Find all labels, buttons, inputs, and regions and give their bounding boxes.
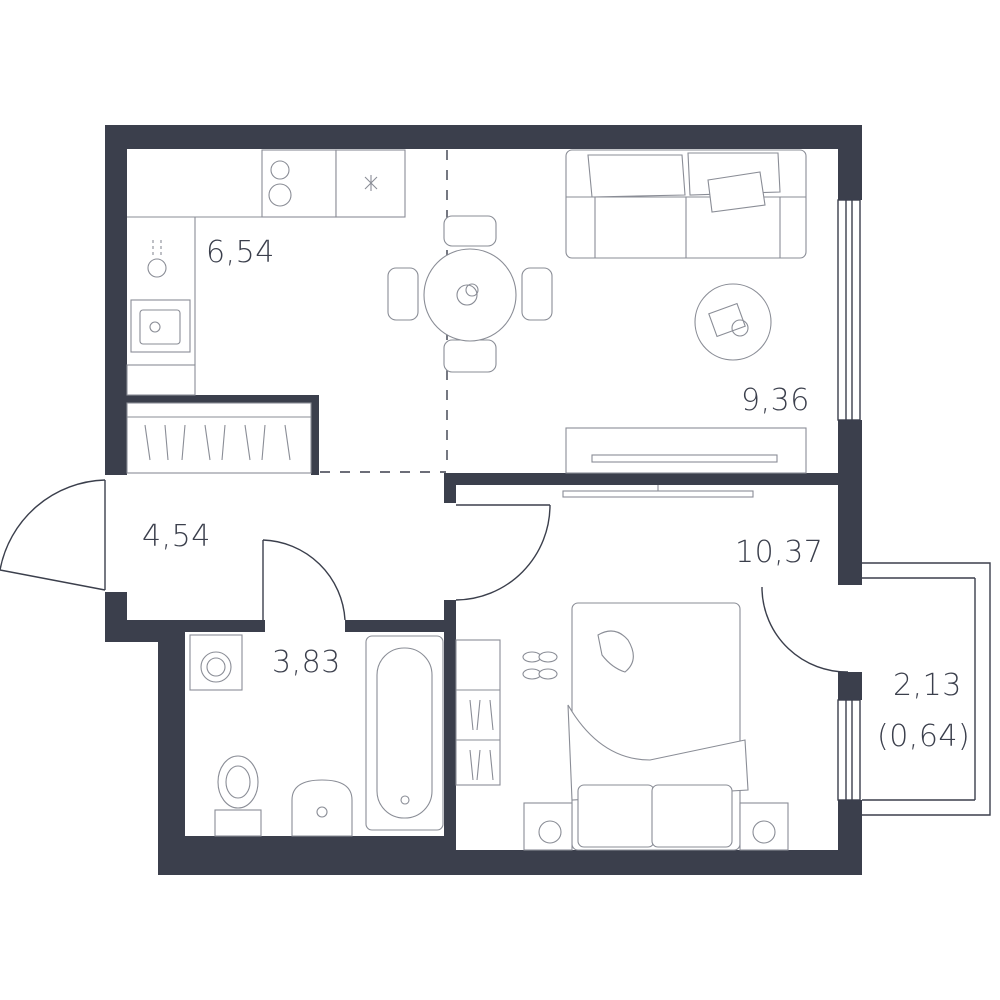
bedroom-area-label: 10,37 (735, 535, 824, 570)
windows (837, 199, 861, 801)
kitchen-furniture (126, 149, 406, 396)
dining-table (387, 215, 553, 373)
balcony-outline (862, 562, 991, 816)
sofa (565, 149, 807, 259)
balcony-reduced-area-label: (0,64) (877, 719, 971, 754)
walls (105, 125, 862, 875)
bedroom-wardrobe (455, 639, 501, 786)
nightstands (523, 802, 789, 851)
slippers (522, 651, 558, 680)
hall-area-label: 4,54 (142, 519, 211, 554)
hall-wardrobe (126, 402, 312, 474)
bathroom-fixtures (189, 634, 444, 837)
tv-unit (562, 427, 807, 498)
kitchen-area-label: 6,54 (206, 235, 275, 270)
balcony-area-label: 2,13 (893, 668, 962, 703)
coffee-table (694, 283, 772, 361)
bed (567, 602, 749, 851)
doors (0, 479, 849, 673)
living-area-label: 9,36 (741, 383, 810, 418)
bathroom-area-label: 3,83 (272, 645, 341, 680)
